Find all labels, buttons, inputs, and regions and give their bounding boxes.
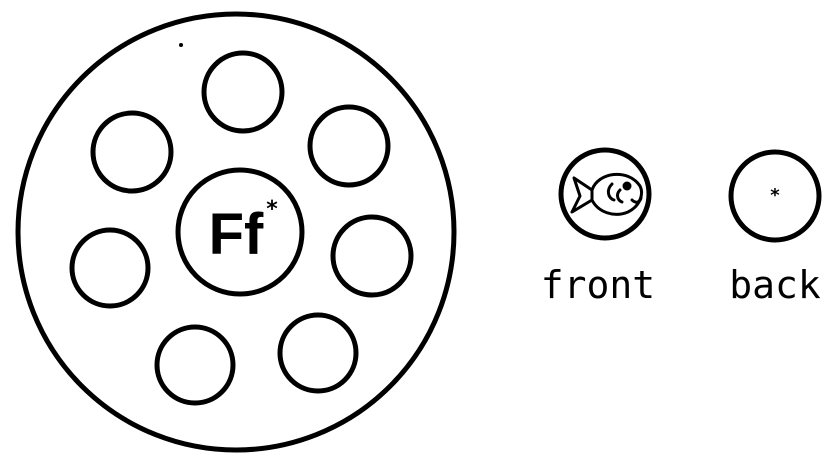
center-letters: Ff [209,202,264,267]
back-token: * back [729,152,821,307]
empty-slot [333,217,411,295]
fish-icon [572,174,642,214]
empty-slot [72,230,148,306]
stray-dot [179,43,183,47]
empty-slot [280,315,356,391]
front-token-circle [561,150,649,238]
center-star-mark: * [266,197,278,222]
empty-slot [204,53,282,131]
front-token: front [541,150,655,307]
empty-slot [157,327,233,403]
center-letter-slot: Ff * [178,170,302,294]
empty-slot [310,107,388,185]
front-label: front [541,263,655,307]
back-star-mark: * [770,185,780,206]
back-label: back [729,263,821,307]
empty-slot [93,113,171,191]
